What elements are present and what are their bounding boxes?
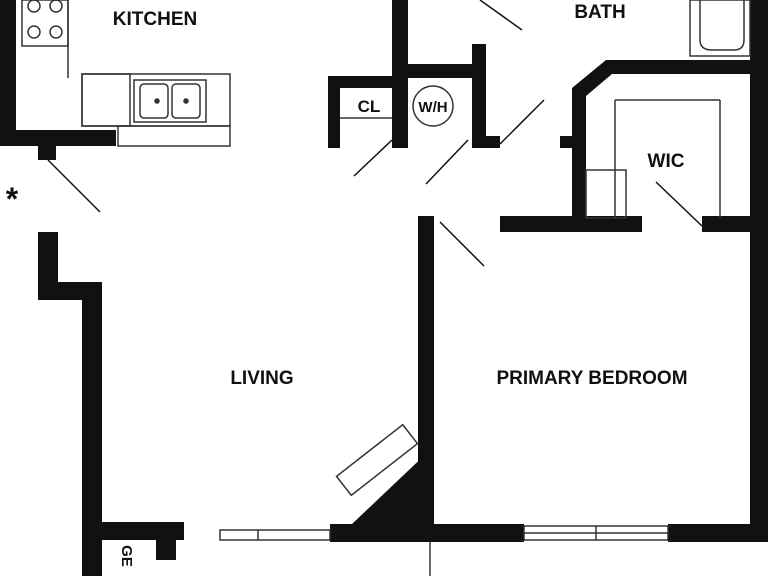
door-swing	[47, 159, 101, 213]
door-swing	[425, 139, 469, 185]
room-label-wic: WIC	[648, 151, 685, 172]
door-swing	[439, 221, 485, 267]
door-swing	[479, 0, 523, 31]
burner-icon	[27, 0, 41, 13]
room-label-bath: BATH	[574, 2, 625, 23]
closet-label: CL	[358, 97, 381, 116]
door-swings	[47, 0, 703, 267]
room-label-primary-bedroom: PRIMARY BEDROOM	[496, 368, 687, 389]
fixtures	[21, 0, 751, 576]
burner-icon	[49, 0, 63, 13]
door-swing	[353, 139, 393, 177]
storage-label-partial: GE	[118, 545, 135, 567]
room-label-kitchen: KITCHEN	[113, 9, 197, 30]
burner-icon	[49, 25, 63, 39]
water-heater-label: W/H	[418, 99, 447, 116]
door-swing	[499, 99, 545, 145]
asterisk-marker: *	[6, 181, 19, 217]
door-swing	[655, 181, 703, 227]
room-label-living: LIVING	[230, 368, 293, 389]
water-heater-icon	[412, 85, 454, 127]
burner-icon	[27, 25, 41, 39]
